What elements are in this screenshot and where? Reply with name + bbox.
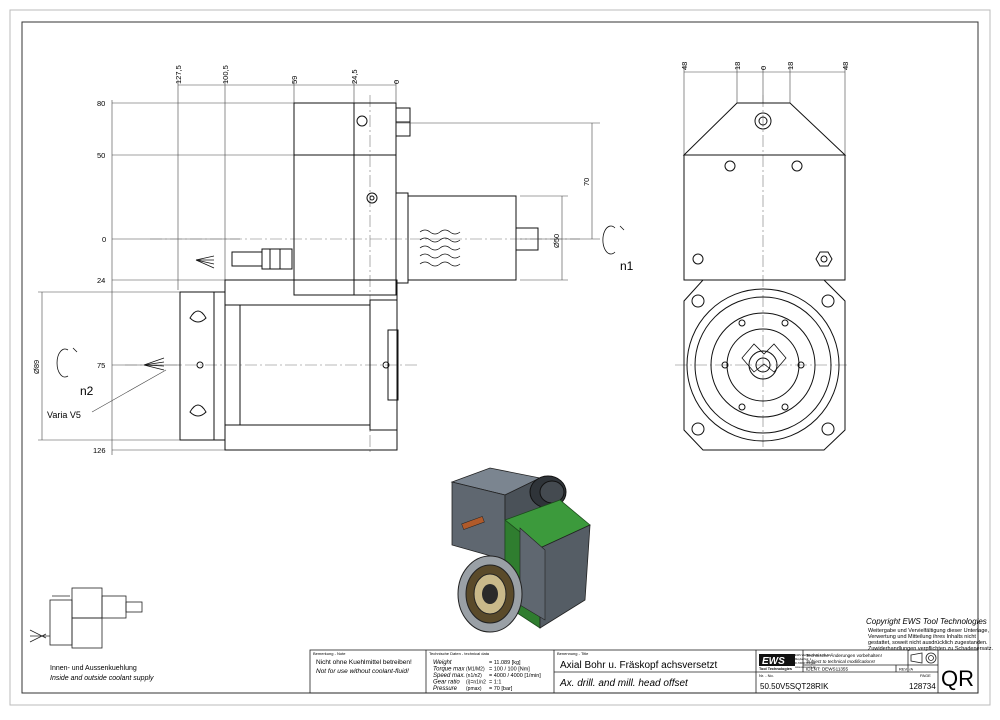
sheet-no: 128734 <box>909 682 936 691</box>
copyright-block: Copyright EWS Tool Technologies Weiterga… <box>866 617 994 652</box>
ident: IDENT: DEWS11355 <box>806 667 848 672</box>
front-view-dimensions: 127,5 100,5 59 24,5 0 80 50 0 24 75 126 … <box>32 65 591 455</box>
tech-label-2: Speed max. <box>433 673 465 679</box>
company-line-1: Maybachstr. 1 <box>795 657 812 661</box>
iso-render <box>450 467 591 633</box>
tech-value-0: = 11.089 [kg] <box>489 660 521 666</box>
qr-label: QR <box>941 666 974 691</box>
dim-left-1: 50 <box>97 151 105 160</box>
dim-top-0: 127,5 <box>174 65 183 84</box>
dim-left-0: 80 <box>97 99 105 108</box>
coolant-text-de: Innen- und Aussenkuehlung <box>50 665 137 672</box>
front-view <box>38 80 625 455</box>
tech-sym-3: (i)=n1/n2 <box>466 680 486 686</box>
change-note-de: Technische Änderungen vorbehalten! <box>806 652 882 658</box>
tech-label-1: Torque max <box>433 667 465 673</box>
tech-sym-2: (n1/n2) <box>466 673 482 679</box>
dim-top-2: 59 <box>290 76 299 84</box>
label-n2: n2 <box>80 384 94 398</box>
change-note-en: Subject to technical modifications! <box>806 659 876 664</box>
dim-left-3: 24 <box>97 276 105 285</box>
ews-logo: EWS <box>762 656 785 667</box>
outer-border <box>9 9 991 706</box>
note-en: Not for use without coolant-fluid! <box>316 668 409 675</box>
tech-label-3: Gear ratio <box>433 680 460 686</box>
tech-sym-4: (pmax) <box>466 686 482 692</box>
dim-left-2: 0 <box>102 235 106 244</box>
dim-right-2: 0 <box>759 66 768 70</box>
projection-symbol <box>910 652 937 664</box>
tech-header: Technische Daten - technical data <box>429 651 490 656</box>
dim-left-5: 126 <box>93 446 106 455</box>
title-de: Axial Bohr u. Fräskopf achsversetzt <box>560 660 718 671</box>
dim-70: 70 <box>582 178 591 186</box>
page-label: PAGE <box>920 673 931 678</box>
dim-right-0: 48 <box>680 62 689 70</box>
side-view <box>675 66 850 451</box>
side-view-dimensions: 48 18 0 18 48 <box>680 62 850 70</box>
tech-label-4: Pressure <box>433 686 458 692</box>
tech-label-0: Weight <box>433 660 452 666</box>
tech-value-2: = 4000 / 4000 [1/min] <box>489 673 541 679</box>
note-header: Bemerkung - Note <box>313 651 346 656</box>
title-block-text: Bemerkung - Note Nicht ohne Kuehlmittel … <box>313 651 974 692</box>
label-varia: Varia V5 <box>47 410 81 420</box>
coolant-text-en: Inside and outside coolant supply <box>50 675 154 682</box>
copyright-title: Copyright EWS Tool Technologies <box>866 617 987 626</box>
nr-header: Nr. - No. <box>759 673 774 678</box>
dim-right-3: 18 <box>786 62 795 70</box>
dim-dia-50: Ø50 <box>552 234 561 248</box>
company-line-2: D-73066 Uhingen <box>795 661 816 665</box>
dim-top-4: 0 <box>392 80 401 84</box>
company-line-3: www.ews-tools.de <box>795 665 816 669</box>
copyright-line-2: gestattet, soweit nicht ausdrücklich zug… <box>868 640 988 646</box>
part-no: 50.50V5SQT28RIK <box>760 682 829 691</box>
copyright-line-3: Zuwiderhandlungen verpflichten zu Schade… <box>868 646 994 652</box>
tech-sym-1: (M1/M2) <box>466 667 485 673</box>
ews-logo-sub: Tool Technologies <box>759 667 792 671</box>
dim-left-4: 75 <box>97 361 105 370</box>
company-line-0: EWS Weigele GmbH & Co. KG <box>795 653 831 657</box>
note-de: Nicht ohne Kuehlmittel betreiben! <box>316 659 412 666</box>
name-header: Benennung - Title <box>557 651 589 656</box>
dim-dia-89: Ø89 <box>32 360 41 374</box>
dim-right-4: 48 <box>841 62 850 70</box>
copyright-line-0: Weitergabe und Vervielfältigung dieser U… <box>868 628 989 634</box>
dim-right-1: 18 <box>733 62 742 70</box>
label-n1: n1 <box>620 259 634 273</box>
tech-value-1: = 100 / 100 [Nm] <box>489 667 530 673</box>
coolant-sketch <box>29 587 143 649</box>
dim-top-3: 24,5 <box>350 69 359 84</box>
title-block <box>309 649 979 694</box>
title-en: Ax. drill. and mill. head offset <box>559 678 689 689</box>
tech-value-4: = 70 [bar] <box>489 686 513 692</box>
copyright-line-1: Verwertung und Mitteilung ihres Inhalts … <box>868 634 976 640</box>
tech-value-3: = 1:1 <box>489 680 501 686</box>
rev: REV: /A <box>899 667 913 672</box>
dim-top-1: 100,5 <box>221 65 230 84</box>
ews-logo-bg <box>759 654 795 666</box>
